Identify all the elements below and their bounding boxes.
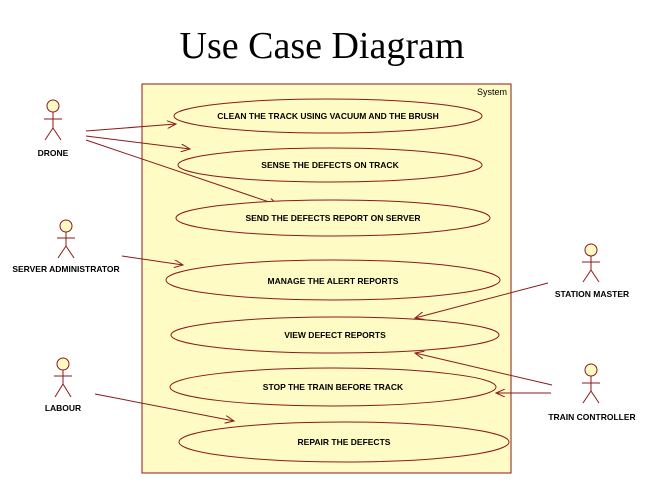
stick-figure-icon xyxy=(582,243,600,283)
association-labour-repair xyxy=(94,393,234,421)
stick-figure-icon xyxy=(582,363,600,404)
actor-station-master[interactable]: STATION MASTER xyxy=(555,243,629,299)
actor-label: LABOUR xyxy=(45,403,81,413)
use-case-manage[interactable]: MANAGE THE ALERT REPORTS xyxy=(165,259,501,301)
use-case-label: MANAGE THE ALERT REPORTS xyxy=(268,276,399,286)
stick-figure-icon xyxy=(57,219,75,259)
actor-label: DRONE xyxy=(38,148,69,158)
use-case-view[interactable]: VIEW DEFECT REPORTS xyxy=(170,316,500,354)
use-case-stop[interactable]: STOP THE TRAIN BEFORE TRACK xyxy=(169,367,497,407)
use-case-sense[interactable]: SENSE THE DEFECTS ON TRACK xyxy=(177,147,483,183)
diagram-title: Use Case Diagram xyxy=(180,25,465,67)
system-label: System xyxy=(477,87,507,97)
use-case-send[interactable]: SEND THE DEFECTS REPORT ON SERVER xyxy=(175,199,491,237)
association-train-controller-view xyxy=(415,353,553,386)
use-case-label: STOP THE TRAIN BEFORE TRACK xyxy=(263,382,404,392)
association-drone-sense xyxy=(85,135,190,149)
use-case-clean[interactable]: CLEAN THE TRACK USING VACUUM AND THE BRU… xyxy=(173,98,483,134)
stick-figure-icon xyxy=(44,99,62,141)
actor-label: TRAIN CONTROLLER xyxy=(548,412,635,422)
association-drone-send xyxy=(85,139,278,205)
use-case-label: SEND THE DEFECTS REPORT ON SERVER xyxy=(245,213,420,223)
stick-figure-icon xyxy=(54,357,72,398)
actor-labour[interactable]: LABOUR xyxy=(45,357,81,413)
use-case-label: REPAIR THE DEFECTS xyxy=(298,437,391,447)
association-server-admin-manage xyxy=(121,255,183,265)
actor-server-administrator[interactable]: SERVER ADMINISTRATOR xyxy=(12,219,120,274)
associations xyxy=(85,124,553,421)
use-case-label: VIEW DEFECT REPORTS xyxy=(284,330,386,340)
association-station-master-view xyxy=(415,282,549,318)
actor-drone[interactable]: DRONE xyxy=(38,99,69,158)
actor-label: SERVER ADMINISTRATOR xyxy=(12,264,119,274)
actor-train-controller[interactable]: TRAIN CONTROLLER xyxy=(548,363,636,422)
use-case-repair[interactable]: REPAIR THE DEFECTS xyxy=(178,421,510,463)
use-case-label: SENSE THE DEFECTS ON TRACK xyxy=(261,160,399,170)
actor-label: STATION MASTER xyxy=(555,289,629,299)
use-case-label: CLEAN THE TRACK USING VACUUM AND THE BRU… xyxy=(217,111,438,121)
association-drone-clean xyxy=(85,124,176,132)
